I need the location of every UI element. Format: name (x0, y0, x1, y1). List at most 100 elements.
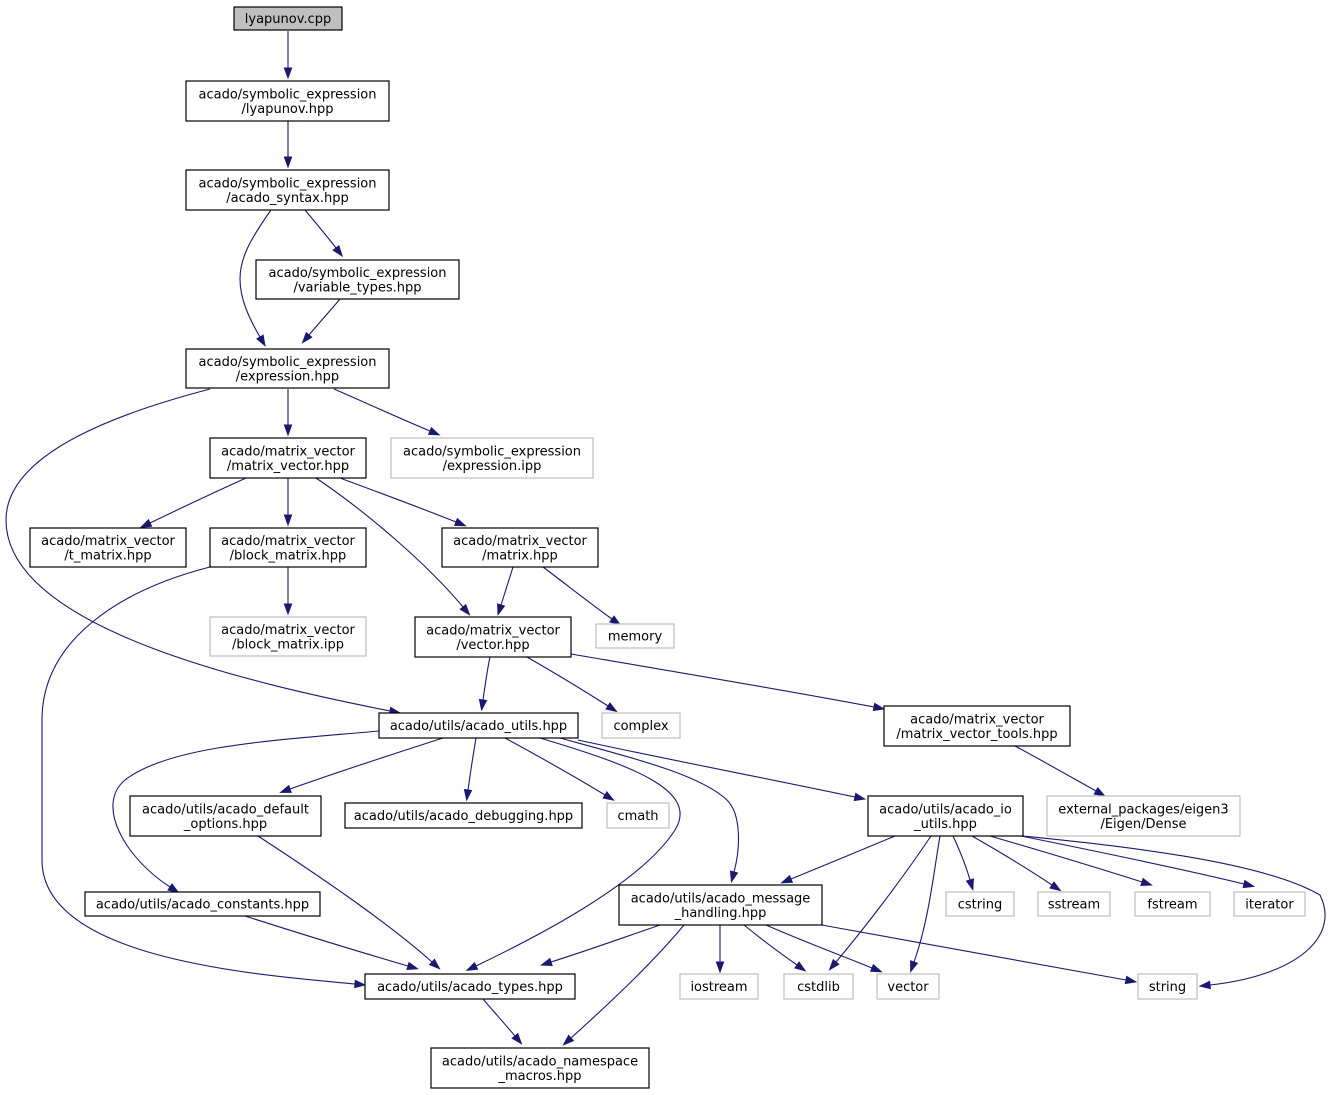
edge-line (500, 566, 514, 606)
node-box (618, 884, 823, 926)
node-box (441, 527, 599, 568)
node-complex: complex (601, 712, 681, 739)
edge-acado-utils-to-message-handling (559, 737, 740, 884)
node-box (883, 705, 1071, 747)
edge-line (149, 477, 247, 524)
edge-line (244, 915, 409, 967)
arrowhead-icon (853, 792, 867, 802)
edge-acado-utils-to-constants (112, 730, 380, 894)
edge-line (475, 737, 681, 967)
edge-line (790, 835, 896, 880)
node-box (209, 437, 367, 479)
arrowhead-icon (910, 960, 919, 973)
node-iostream: iostream (679, 973, 759, 1000)
node-sstream: sstream (1037, 891, 1111, 917)
node-mv-matrix-vector-hpp[interactable]: acado/matrix_vector/matrix_vector.hpp (209, 437, 367, 479)
edge-line (952, 835, 971, 881)
edge-line (526, 656, 609, 707)
node-label-line: acado/matrix_vector (221, 623, 355, 638)
node-label-line: acado/matrix_vector (910, 712, 1044, 727)
node-box (390, 437, 594, 479)
node-mv-t-matrix[interactable]: acado/matrix_vector/t_matrix.hpp (29, 527, 187, 568)
edge-message-handling-to-namespace-macros (562, 924, 685, 1046)
node-label-line: cmath (617, 809, 658, 824)
node-label-line: /variable_types.hpp (293, 280, 421, 295)
node-vector: vector (876, 973, 940, 1000)
arrowhead-icon (965, 878, 974, 892)
arrowhead-icon (428, 958, 441, 970)
edge-line (577, 739, 856, 798)
node-label-line: /expression.ipp (443, 459, 542, 474)
node-label-line: /vector.hpp (456, 638, 529, 653)
edge-acado-utils-to-default-options (279, 737, 444, 793)
edge-mv-tools-to-eigen-dense (1014, 745, 1107, 797)
node-label-line: acado/utils/acado_default (142, 802, 309, 817)
node-se-acado-syntax[interactable]: acado/symbolic_expression/acado_syntax.h… (185, 169, 390, 211)
arrowhead-icon (602, 791, 615, 801)
node-box (233, 6, 343, 31)
edge-line (41, 566, 356, 985)
node-label-line: acado/symbolic_expression (403, 444, 581, 459)
edge-mv-block-matrix-hpp-to-mv-block-matrix-ipp (283, 567, 293, 616)
node-label-line: acado/utils/acado_types.hpp (377, 980, 563, 995)
node-io-utils[interactable]: acado/utils/acado_io_utils.hpp (867, 795, 1024, 837)
node-label-line: acado/symbolic_expression (199, 87, 377, 102)
edge-line (504, 737, 606, 796)
edge-line (1022, 835, 1326, 986)
node-mv-vector-hpp[interactable]: acado/matrix_vector/vector.hpp (414, 616, 572, 658)
node-debugging[interactable]: acado/utils/acado_debugging.hpp (344, 802, 583, 829)
node-se-lyapunov-hpp[interactable]: acado/symbolic_expression/lyapunov.hpp (185, 80, 390, 122)
node-mv-matrix-hpp[interactable]: acado/matrix_vector/matrix.hpp (441, 527, 599, 568)
arrowhead-icon (605, 702, 618, 713)
node-label-line: acado/matrix_vector (221, 444, 355, 459)
node-namespace-macros[interactable]: acado/utils/acado_namespace_macros.hpp (430, 1047, 650, 1089)
edge-line (112, 730, 380, 888)
node-cmath: cmath (606, 802, 670, 829)
arrowhead-icon (465, 961, 479, 971)
node-se-expression-hpp[interactable]: acado/symbolic_expression/expression.hpp (185, 348, 390, 389)
node-label-line: acado/symbolic_expression (269, 266, 447, 281)
node-constants[interactable]: acado/utils/acado_constants.hpp (84, 891, 321, 917)
node-box (185, 169, 390, 211)
edge-line (743, 924, 798, 966)
edge-line (315, 477, 464, 608)
node-label-line: _utils.hpp (913, 817, 977, 832)
arrowhead-icon (497, 603, 506, 616)
node-box (1137, 973, 1198, 1000)
edge-mv-vector-hpp-to-complex (526, 656, 618, 713)
edge-message-handling-to-string (821, 924, 1138, 985)
arrowhead-icon (1124, 975, 1138, 985)
arrowhead-icon (256, 334, 266, 347)
node-se-variable-types[interactable]: acado/symbolic_expression/variable_types… (255, 259, 460, 300)
node-label-line: complex (613, 719, 668, 734)
node-box (29, 527, 187, 568)
node-label-line: acado/utils/acado_constants.hpp (96, 898, 309, 913)
node-label-line: /Eigen/Dense (1100, 817, 1186, 832)
arrowhead-icon (167, 883, 180, 894)
arrowhead-icon (427, 426, 441, 436)
edge-line (482, 656, 491, 701)
node-box (129, 795, 322, 837)
node-default-options[interactable]: acado/utils/acado_default_options.hpp (129, 795, 322, 837)
edge-mv-vector-hpp-to-mv-tools (570, 653, 886, 712)
node-message-handling[interactable]: acado/utils/acado_message_handling.hpp (618, 884, 823, 926)
arrowhead-icon (406, 961, 420, 970)
node-lyapunov-cpp[interactable]: lyapunov.cpp (233, 6, 343, 31)
node-label-line: cstring (958, 898, 1002, 913)
arrowhead-icon (279, 784, 292, 793)
edge-se-expression-hpp-to-mv-matrix-vector-hpp (283, 389, 293, 437)
node-cstdlib: cstdlib (783, 973, 854, 1000)
arrowhead-icon (283, 67, 293, 80)
node-label-line: acado/matrix_vector (453, 534, 587, 549)
arrowhead-icon (729, 870, 739, 884)
node-mv-tools[interactable]: acado/matrix_vector/matrix_vector_tools.… (883, 705, 1071, 747)
node-mv-block-matrix-hpp[interactable]: acado/matrix_vector/block_matrix.hpp (209, 527, 367, 568)
edge-default-options-to-acado-types (257, 835, 441, 970)
node-acado-types[interactable]: acado/utils/acado_types.hpp (364, 973, 576, 1000)
edge-io-utils-to-vector (910, 835, 941, 973)
node-box (255, 259, 460, 300)
node-acado-utils[interactable]: acado/utils/acado_utils.hpp (378, 712, 579, 739)
edge-mv-matrix-vector-hpp-to-mv-block-matrix-hpp (283, 478, 293, 527)
edge-mv-block-matrix-hpp-to-acado-types (41, 566, 367, 989)
